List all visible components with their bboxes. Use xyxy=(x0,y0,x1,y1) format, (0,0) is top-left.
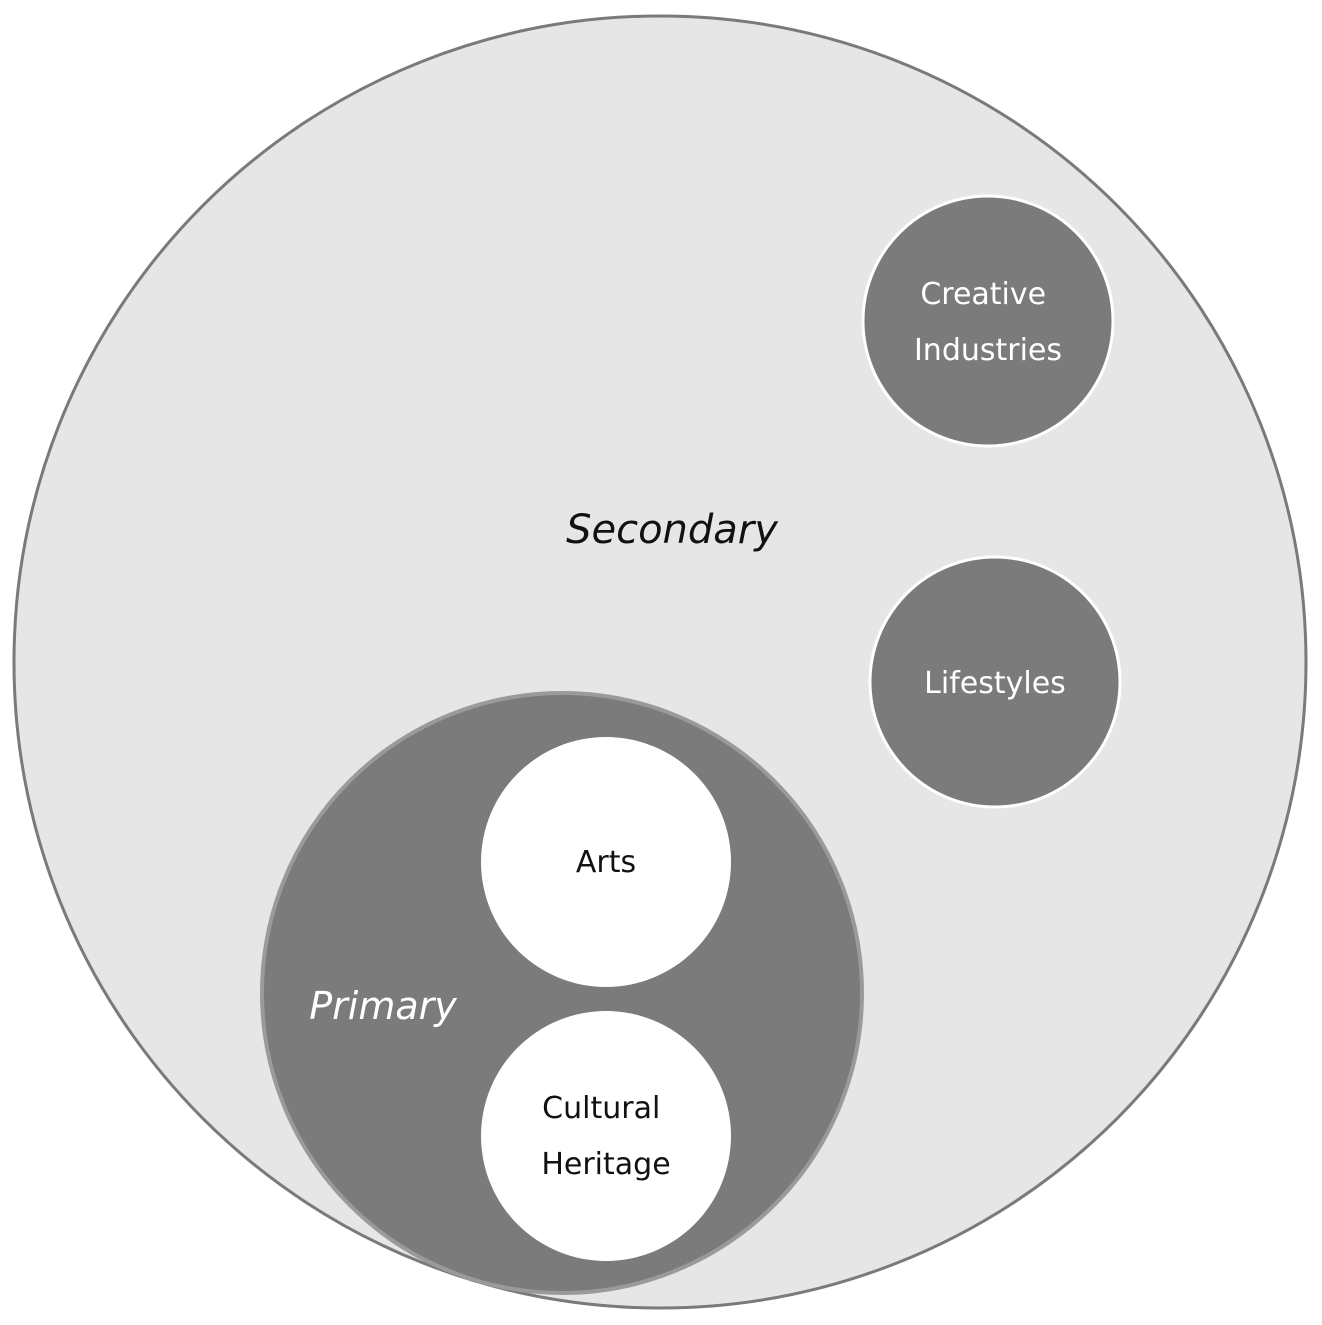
lifestyles-label: Lifestyles xyxy=(924,666,1066,701)
creative-industries-line1: Creative xyxy=(920,277,1046,312)
creative-industries-label: Creative Industries xyxy=(914,277,1062,368)
cultural-heritage-line1: Cultural xyxy=(542,1091,660,1126)
creative-industries-group: Creative Industries xyxy=(861,194,1115,448)
secondary-label: Secondary xyxy=(566,507,779,553)
cultural-heritage-line2: Heritage xyxy=(541,1147,670,1182)
cultural-heritage-label: Cultural Heritage xyxy=(541,1091,670,1182)
cultural-heritage-circle xyxy=(481,1011,731,1261)
creative-industries-line2: Industries xyxy=(914,333,1062,368)
arts-circle xyxy=(481,737,731,987)
lifestyles-circle xyxy=(868,555,1122,809)
primary-label: Primary xyxy=(309,984,457,1028)
creative-industries-circle xyxy=(861,194,1115,448)
primary-group: Primary Arts Cultural Heritage xyxy=(260,691,864,1295)
lifestyles-group: Lifestyles xyxy=(868,555,1122,809)
arts-label: Arts xyxy=(576,845,636,880)
